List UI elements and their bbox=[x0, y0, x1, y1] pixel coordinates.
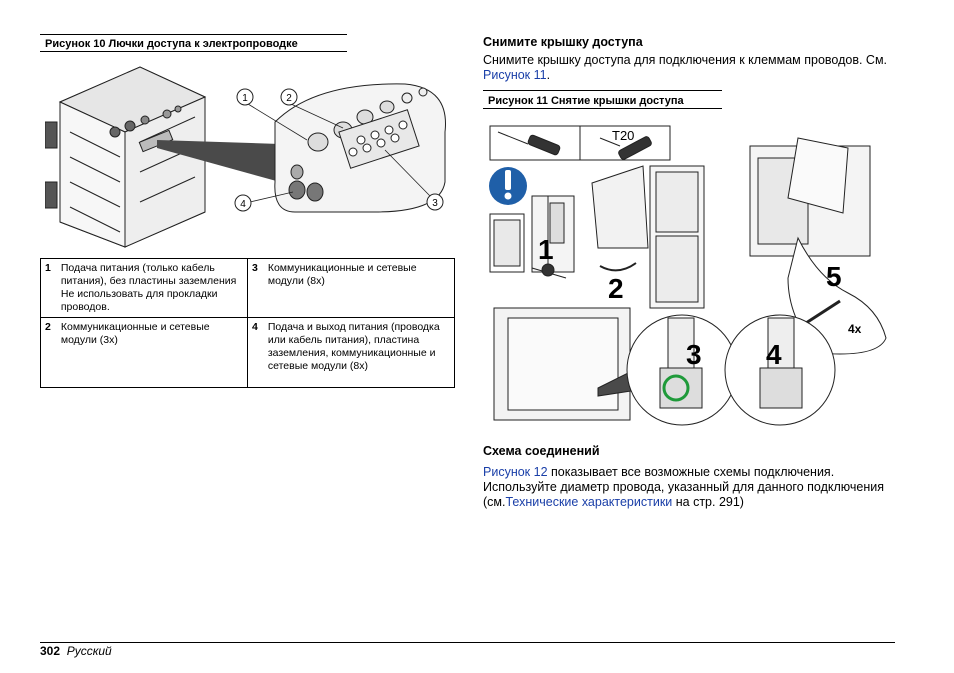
torx-size-label: T20 bbox=[612, 128, 634, 143]
callout-3 bbox=[426, 193, 444, 211]
step2-drawing bbox=[591, 165, 705, 309]
legend-num: 2 bbox=[39, 317, 57, 388]
page-number: 302 bbox=[40, 644, 61, 658]
paragraph-text: на стр. 291) bbox=[672, 495, 744, 509]
figure12-link[interactable]: Рисунок 12 bbox=[483, 465, 548, 479]
callout-1 bbox=[236, 88, 254, 106]
callout-2-label: 2 bbox=[286, 93, 292, 104]
figure10-top-rule bbox=[40, 34, 347, 35]
language-label: Русский bbox=[66, 644, 112, 658]
page-footer: 302 Русский bbox=[40, 644, 112, 658]
section-heading-remove-cover: Снимите крышку доступа bbox=[483, 35, 643, 49]
callout-4 bbox=[234, 194, 252, 212]
figure11-illustration: T20 1 2 5 4x bbox=[489, 125, 887, 426]
step-4-number: 4 bbox=[766, 339, 782, 370]
step-2-number: 2 bbox=[608, 273, 624, 304]
callout-1-label: 1 bbox=[242, 93, 248, 104]
callout-3-label: 3 bbox=[432, 198, 438, 209]
legend-num: 4 bbox=[246, 317, 264, 388]
section-heading-wiring: Схема соединений bbox=[483, 444, 600, 458]
specifications-link[interactable]: Технические характеристики bbox=[505, 495, 673, 509]
callout-2 bbox=[280, 88, 298, 106]
torx-screwdriver-icon bbox=[599, 136, 652, 160]
legend-row: 2 Коммуникационные и сетевые модули (3x)… bbox=[39, 317, 455, 388]
figure10-legend-table: 1 Подача питания (только кабель питания)… bbox=[39, 258, 455, 388]
legend-text: Коммуникационные и сетевые модули (3x) bbox=[56, 317, 248, 388]
screw-quantity: 4x bbox=[848, 322, 862, 336]
step3-drawing bbox=[493, 307, 836, 426]
figure11-link[interactable]: Рисунок 11 bbox=[483, 68, 547, 82]
paragraph-text: Снимите крышку доступа для подключения к… bbox=[483, 53, 888, 67]
figure10-caption: Рисунок 10 Лючки доступа к электропровод… bbox=[45, 38, 298, 50]
step1-drawing bbox=[489, 195, 575, 279]
figure11-caption-rule bbox=[483, 108, 722, 109]
step-1-number: 1 bbox=[538, 234, 554, 265]
callout-lines bbox=[247, 103, 431, 203]
step-3-number: 3 bbox=[686, 339, 702, 370]
footer-rule bbox=[40, 642, 895, 643]
figure10-illustration: 1 2 3 4 bbox=[45, 66, 446, 248]
legend-row: 1 Подача питания (только кабель питания)… bbox=[39, 258, 455, 318]
zoom-detail bbox=[274, 83, 446, 213]
paragraph-text: . bbox=[546, 68, 551, 82]
paragraph-text: показывает все возможные схемы подключен… bbox=[483, 465, 885, 509]
highlight-green-circle bbox=[662, 374, 690, 402]
legend-text: Подача и выход питания (проводка или каб… bbox=[263, 317, 455, 388]
figure11-caption: Рисунок 11 Снятие крышки доступа bbox=[488, 95, 684, 107]
legend-text: Коммуникационные и сетевые модули (8x) bbox=[263, 258, 455, 318]
section-paragraph-remove-cover: Снимите крышку доступа для подключения к… bbox=[483, 53, 893, 83]
enclosure-drawing bbox=[45, 66, 207, 248]
step-5-number: 5 bbox=[826, 261, 842, 292]
zoom-wedge bbox=[157, 140, 280, 182]
figure11-top-rule bbox=[483, 90, 722, 91]
legend-text: Подача питания (только кабель питания), … bbox=[56, 258, 248, 318]
callout-4-label: 4 bbox=[240, 199, 246, 210]
legend-num: 1 bbox=[39, 258, 57, 318]
screwdriver-icon bbox=[497, 131, 561, 156]
step5-panel bbox=[749, 137, 887, 355]
legend-num: 3 bbox=[246, 258, 264, 318]
exclamation-icon bbox=[505, 170, 511, 190]
section-paragraph-wiring: Рисунок 12 показывает все возможные схем… bbox=[483, 465, 903, 510]
figure10-caption-rule bbox=[40, 51, 347, 52]
